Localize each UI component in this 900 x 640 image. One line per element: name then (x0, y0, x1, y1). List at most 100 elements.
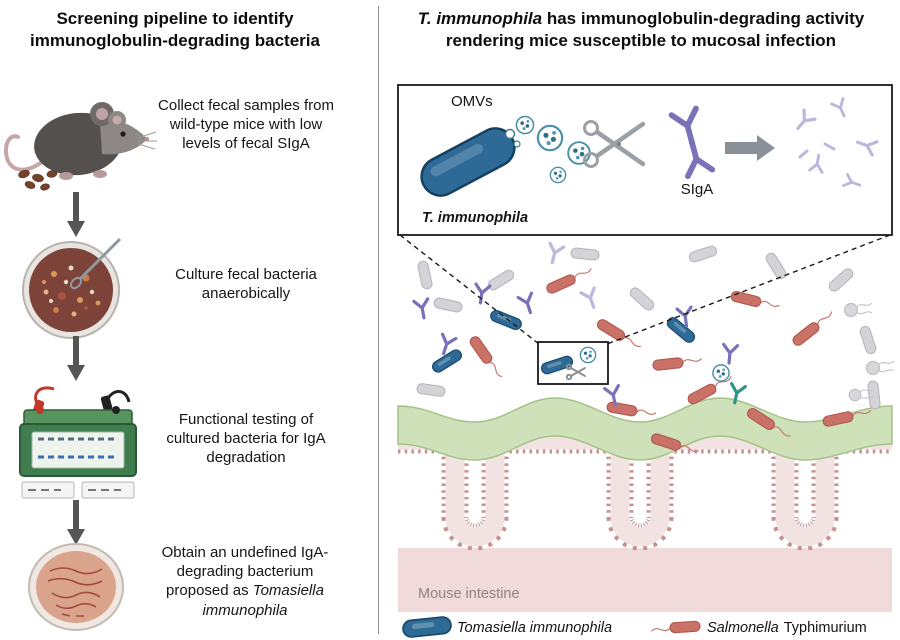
title-species-name: T. immunophila (417, 9, 543, 28)
omv-vesicle (579, 346, 597, 364)
budding-vesicle (513, 140, 521, 148)
gray-bacterium-rod (432, 296, 464, 314)
salmonella-rod-icon (650, 620, 701, 635)
caption-regular-text: Obtain an undefined IgA-degrading bacter… (161, 544, 329, 600)
siga-antibody (720, 342, 740, 366)
arrow-head (67, 529, 85, 545)
gray-bacterium-rod (569, 246, 601, 262)
omv-vesicle (536, 124, 564, 152)
siga-antibody (471, 282, 492, 306)
mouse-ear-inner (96, 108, 108, 120)
step-caption-collect-samples: Collect fecal samples from wild-type mic… (158, 97, 334, 153)
step-caption-obtain-bacterium: Obtain an undefined IgA-degrading bacter… (150, 543, 340, 620)
mucus-layer (397, 397, 893, 461)
legend-label-tomasiella: Tomasiella immunophila (457, 620, 612, 636)
right-arrow-icon (725, 135, 775, 161)
mouse-head (100, 120, 147, 155)
petri-dish-culture (22, 237, 122, 339)
mechanism-inset: OMVs T. immunophila (397, 84, 893, 236)
mouse-whiskers (137, 131, 157, 150)
step-caption-culture: Culture fecal bacteria anaerobically (175, 266, 317, 303)
mouse-tail (3, 134, 44, 172)
mini-scissors-icon (565, 363, 586, 381)
inoculation-loop-handle (78, 237, 122, 281)
legend-salmonella-genus: Salmonella (707, 620, 779, 636)
callout-line-right (606, 234, 891, 345)
intestine-label: Mouse intestine (418, 586, 520, 602)
scissors-icon (583, 120, 646, 168)
mouse (3, 102, 157, 191)
tomasiella-rod-icon (401, 615, 453, 639)
degraded-antibody (579, 286, 602, 312)
gel-window (31, 431, 125, 469)
siga-label: SIgA (681, 181, 714, 198)
callout-line-left (399, 234, 540, 345)
crypt-epithelium-wall (398, 430, 892, 547)
omv-vesicle (515, 115, 535, 135)
legend-salmonella-species: Typhimurium (784, 620, 867, 636)
title-regular-text: has immunoglobulin-degrading activity re… (445, 9, 865, 50)
arrow-head (67, 221, 85, 237)
gray-coccus (865, 360, 895, 376)
legend-label-salmonella: Salmonella Typhimurium (707, 620, 867, 636)
arrow-head (67, 365, 85, 381)
gray-bacterium-rod (415, 382, 447, 398)
gray-bacterium-rod (866, 379, 882, 411)
arrow-shaft (73, 336, 79, 366)
caption-species-name: Tomasiella immunophila (202, 582, 324, 619)
left-panel: Screening pipeline to identify immunoglo… (0, 0, 378, 640)
step-caption-functional-testing: Functional testing of cultured bacteria … (166, 411, 326, 467)
siga-antibody (412, 297, 433, 321)
petri-dish-streak (28, 543, 124, 631)
gray-bacterium-rod (416, 259, 434, 291)
gel-electrophoresis-icon (19, 386, 137, 499)
tomasiella-rod (488, 308, 524, 332)
down-arrow-icon (67, 192, 85, 237)
legend: Tomasiella immunophila Salmonella Typhimu… (401, 615, 867, 639)
salmonella-rod (595, 317, 644, 353)
gray-bacterium-rod (763, 250, 789, 282)
mouse-nose (144, 136, 150, 142)
cathode-post (112, 406, 120, 414)
petri-dish-culture-icon (22, 237, 122, 339)
highlight-box (537, 341, 609, 385)
black-clip (100, 395, 113, 412)
gray-bacterium-rod (858, 324, 878, 356)
anode-post (36, 406, 44, 414)
streaks (47, 567, 103, 617)
gray-coccus (843, 302, 873, 318)
gray-bacterium-rod (485, 267, 517, 293)
panel-divider (378, 6, 379, 634)
mouse-icon (3, 102, 157, 191)
degraded-antibody (543, 241, 566, 267)
down-arrow-icon (67, 500, 85, 545)
salmonella-rod (467, 334, 506, 382)
mouse-body (34, 112, 122, 176)
petri-dish-streak-icon (28, 543, 124, 631)
salmonella-rod (651, 354, 703, 372)
gel-electrophoresis (19, 386, 137, 499)
right-scene: Mouse intestine (397, 84, 895, 639)
zoom-callout (399, 234, 891, 385)
agar (36, 551, 116, 623)
left-panel-title: Screening pipeline to identify immunoglo… (30, 9, 320, 50)
mouse-ear-2-inner (112, 115, 122, 125)
budding-vesicle (504, 128, 516, 140)
gray-bacterium-rod (627, 285, 657, 313)
mouse-foot (59, 172, 73, 180)
colonies (42, 265, 101, 317)
gray-bacterium-rod (826, 266, 856, 294)
right-panel-title: T. immunophila has immunoglobulin-degrad… (392, 8, 890, 52)
salmonella-rod (544, 265, 595, 296)
right-panel: T. immunophila has immunoglobulin-degrad… (379, 0, 900, 640)
tomasiella-rod (429, 347, 465, 375)
arrow-shaft (73, 500, 79, 530)
salmonella-rod (790, 308, 837, 348)
down-arrow-icon (67, 336, 85, 381)
mucosa-base (398, 548, 892, 612)
omv-vesicle (549, 166, 567, 184)
fecal-pellets (18, 169, 58, 191)
gray-bacterium-rod (687, 244, 719, 264)
mouse-intestine: Mouse intestine (397, 397, 893, 612)
